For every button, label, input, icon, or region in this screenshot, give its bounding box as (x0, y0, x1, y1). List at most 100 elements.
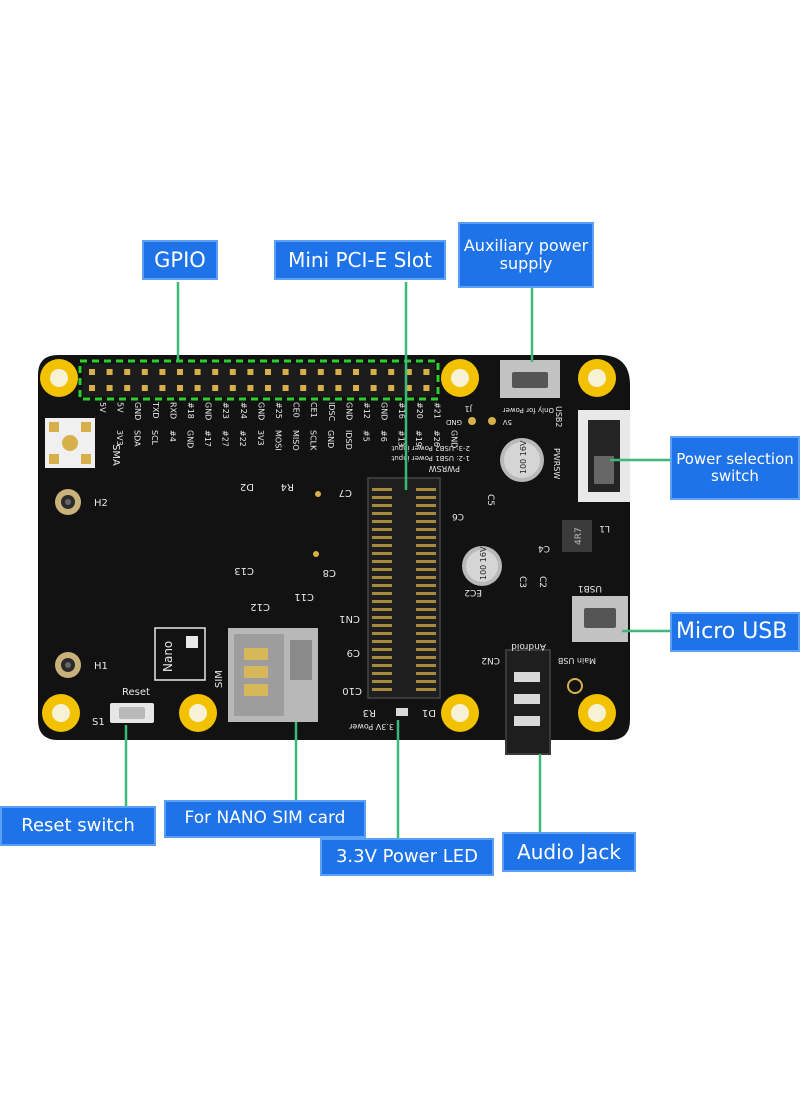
gpio-pin (124, 385, 131, 391)
pcie-contact (416, 576, 436, 579)
callout-reset-switch: Reset switch (0, 806, 156, 846)
gpio-pin (212, 369, 219, 375)
pcie-contact (372, 592, 392, 595)
j1-label: J1 (465, 404, 473, 413)
callout-audio-jack-text: Audio Jack (517, 839, 621, 864)
gpio-pin-label: #12 (362, 402, 371, 419)
mount-hole-tm (441, 359, 479, 397)
pcie-contact (416, 600, 436, 603)
pcie-contact (416, 560, 436, 563)
gpio-pin (247, 369, 254, 375)
h2-label: H2 (94, 498, 108, 509)
callout-mini-pcie-text: Mini PCI-E Slot (288, 247, 432, 272)
pcie-contact (372, 616, 392, 619)
cap-bottom-label: 100 16V (479, 546, 488, 580)
callout-power-switch-line1: Power selection (676, 449, 794, 468)
gpio-pin (89, 385, 95, 391)
pcie-contact (372, 600, 392, 603)
pcie-contact (372, 632, 392, 635)
audio-jack-part (505, 649, 551, 755)
gpio-pin (370, 385, 377, 391)
nano-label: Nano (161, 641, 175, 672)
pcie-contact (372, 672, 392, 675)
pcie-contact (416, 488, 436, 491)
pwr-in1-label: 1-2: USB1 Power input (391, 454, 470, 462)
gpio-pin-label: 5V (116, 402, 125, 413)
gpio-pin-label: #26 (432, 430, 441, 447)
gpio-pin-label: #18 (186, 402, 195, 419)
reset-button (110, 703, 154, 723)
power-led (396, 708, 408, 716)
gpio-pin-label: SCL (150, 430, 159, 446)
callout-micro-usb: Micro USB (670, 612, 800, 652)
power-switch-part (578, 410, 630, 502)
gpio-pin (335, 385, 342, 391)
gpio-highlight-box (78, 359, 440, 401)
gpio-pin (229, 385, 236, 391)
usb2-connector (500, 360, 560, 398)
r3-label: R3 (363, 707, 376, 718)
gpio-pin (300, 385, 307, 391)
gpio-pin-label: #23 (221, 402, 230, 419)
pcie-contact (416, 624, 436, 627)
pcie-contact (416, 592, 436, 595)
gpio-pin (370, 369, 377, 375)
callout-aux-power-line1: Auxiliary power (463, 235, 589, 255)
callout-gpio-text: GPIO (154, 247, 206, 272)
c5-label: C5 (485, 494, 495, 506)
pcie-contact (416, 544, 436, 547)
sma-label: SMA (110, 444, 121, 466)
c7-label: C7 (339, 487, 352, 498)
pcie-contact (416, 680, 436, 683)
gpio-pin-label: GND (185, 430, 194, 448)
gpio-pin-label: GND (449, 430, 458, 448)
gpio-pin-label: #20 (415, 402, 424, 419)
pcie-contact (416, 616, 436, 619)
gpio-pin-label: TXD (151, 401, 160, 419)
callout-power-led: 3.3V Power LED (320, 838, 494, 876)
pcie-contact (416, 584, 436, 587)
nano-marking (154, 627, 206, 681)
gpio-pin (177, 385, 183, 391)
callout-nano-sim-text: For NANO SIM card (184, 808, 346, 829)
pcie-contact (372, 584, 392, 587)
gpio-pin (141, 385, 148, 391)
sma-pad (45, 418, 95, 468)
pcie-contact (372, 504, 392, 507)
standoff-h1 (55, 652, 81, 678)
callout-power-led-text: 3.3V Power LED (335, 845, 479, 867)
gpio-pin-label: #27 (221, 430, 230, 447)
c6-label: C6 (452, 511, 464, 521)
only-for-power-label: Only for Power (503, 406, 554, 414)
pcie-contact (372, 648, 392, 651)
pcie-contact (416, 672, 436, 675)
gpio-pin (282, 385, 289, 391)
pcie-contact (372, 640, 392, 643)
c8-label: C8 (323, 567, 336, 578)
reset-label: Reset (122, 687, 150, 698)
gpio-pin-label: IDSD (344, 430, 353, 450)
c3-label: C3 (517, 576, 527, 588)
via-1 (315, 491, 321, 497)
gpio-pin (177, 369, 183, 375)
usb2-label: USB2 (554, 406, 563, 428)
gpio-pin (423, 369, 430, 375)
gpio-pin-label: #22 (238, 430, 247, 447)
gpio-pins (89, 369, 430, 391)
gpio-pin-label: #16 (397, 402, 406, 419)
gpio-pin-label: IDSC (327, 402, 336, 422)
callout-mini-pcie: Mini PCI-E Slot (274, 240, 446, 280)
pcie-contact (372, 520, 392, 523)
pcie-contact (372, 688, 392, 691)
gpio-pin-label: GND (256, 402, 265, 420)
pwr-in2-label: 2-3: USB2 Power input (391, 444, 470, 452)
d2-label: D2 (240, 481, 254, 492)
pcie-contact (416, 648, 436, 651)
pcie-contact (416, 664, 436, 667)
c9-label: C9 (347, 647, 360, 658)
mount-hole-bm2 (441, 694, 479, 732)
gpio-pin (247, 385, 254, 391)
c10-label: C10 (342, 685, 362, 696)
capacitor-top (500, 438, 544, 482)
pcie-contact (372, 536, 392, 539)
